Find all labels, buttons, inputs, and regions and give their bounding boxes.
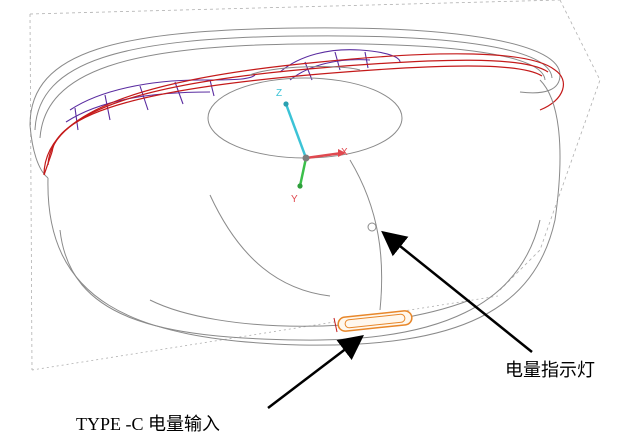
typec-port: [333, 310, 413, 333]
typec-input-label: TYPE -C 电量输入: [76, 414, 220, 434]
top-rim-outline: [29, 27, 561, 179]
typec-callout-arrow: [267, 334, 364, 409]
top-ellipse: [207, 77, 403, 159]
axis-z-line: [284, 103, 308, 159]
device-body: [47, 79, 561, 346]
indicator-light-label: 电量指示灯: [505, 360, 595, 380]
axis-triad: Z X Y: [276, 88, 348, 205]
axis-y-label: Y: [291, 194, 298, 205]
reference-plane: [29, 0, 601, 371]
indicator-callout-arrow: [381, 230, 533, 353]
axis-y-line: [298, 157, 308, 187]
axis-x-label: X: [341, 147, 348, 158]
top-arc: [249, 66, 361, 76]
axis-origin: [302, 154, 310, 162]
indicator-light-dot: [367, 222, 377, 232]
fan-blades: [65, 49, 401, 131]
axis-x-line: [305, 151, 343, 160]
rim-red-lines: [43, 53, 564, 176]
axis-z-label: Z: [276, 88, 282, 99]
